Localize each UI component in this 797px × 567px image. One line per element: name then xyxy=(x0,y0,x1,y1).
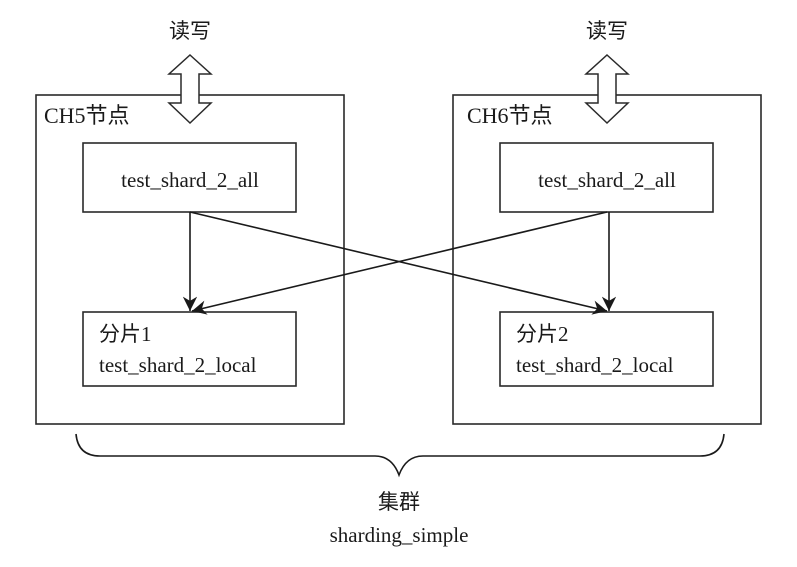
ch5-read-write-label: 读写 xyxy=(169,19,211,43)
ch6-read-write-arrow xyxy=(584,53,630,125)
ch5-distributed-table-box xyxy=(82,142,297,213)
shard2-box xyxy=(499,311,714,387)
ch5-distributed-table-label: test_shard_2_all xyxy=(121,168,259,192)
edge-ch6-all-to-shard1 xyxy=(191,211,608,315)
ch5-node-label: CH5节点 xyxy=(44,103,130,128)
cluster-label: 集群 xyxy=(378,490,420,514)
shard1-local-table-label: test_shard_2_local xyxy=(99,353,257,377)
shard1-label: 分片1 xyxy=(99,322,152,346)
shard2-label: 分片2 xyxy=(516,322,569,346)
shard1-box xyxy=(82,311,297,387)
cluster-brace xyxy=(75,433,725,478)
ch6-node-label: CH6节点 xyxy=(467,103,553,128)
ch5-read-write-arrow xyxy=(167,53,213,125)
ch6-distributed-table-label: test_shard_2_all xyxy=(538,168,676,192)
cluster-name: sharding_simple xyxy=(329,523,469,547)
shard2-local-table-label: test_shard_2_local xyxy=(516,353,674,377)
ch6-read-write-label: 读写 xyxy=(586,19,628,43)
